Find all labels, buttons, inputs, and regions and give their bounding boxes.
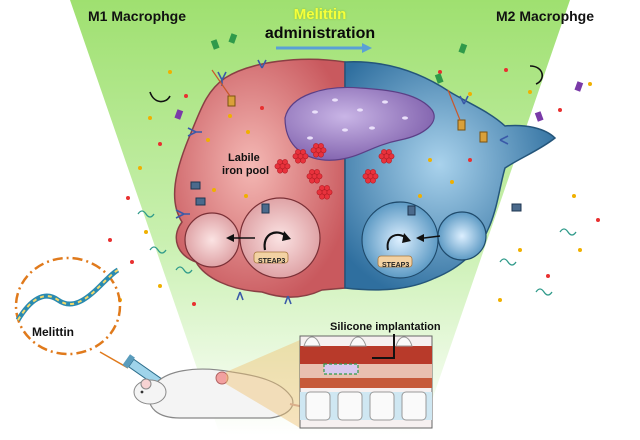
steap3-tag-left <box>253 251 289 264</box>
curved-arrow-right <box>529 65 543 85</box>
spine-icon <box>299 334 433 429</box>
iron-dots <box>108 68 600 306</box>
signal-line-right <box>447 89 461 121</box>
melittin-ring <box>14 256 122 356</box>
signal-line-left <box>211 69 231 97</box>
transporter-icon <box>190 95 522 216</box>
m2-label: M2 Macrophge <box>496 8 595 24</box>
curved-arrow-left <box>149 91 171 103</box>
implant-label: Silicone implantation <box>330 321 441 333</box>
zoom-wedge <box>226 340 300 428</box>
labile-label-line1: Labile <box>228 152 260 164</box>
steap3-tag-right <box>377 255 413 268</box>
steap3-label-left: STEAP3 <box>258 258 286 265</box>
peptide-label: Melittin <box>32 325 74 339</box>
treatment-label: Melittin <box>293 6 347 23</box>
receptor-icon <box>175 59 509 305</box>
arrow-right-icon <box>276 43 372 53</box>
helix-icon <box>15 267 120 322</box>
iron-cluster-icon <box>274 143 395 200</box>
nucleus <box>284 86 435 161</box>
nucleus-speckles <box>307 98 408 140</box>
administration-label: administration <box>264 25 376 42</box>
ligand-icons <box>174 33 584 122</box>
m1-label: M1 Macrophge <box>88 8 187 24</box>
endosome-left-small <box>184 212 240 268</box>
peptide-squiggles <box>137 210 577 296</box>
steap3-label-right: STEAP3 <box>382 262 410 269</box>
endosome-right-small <box>437 211 487 261</box>
labile-label-line2: iron pool <box>222 165 270 177</box>
